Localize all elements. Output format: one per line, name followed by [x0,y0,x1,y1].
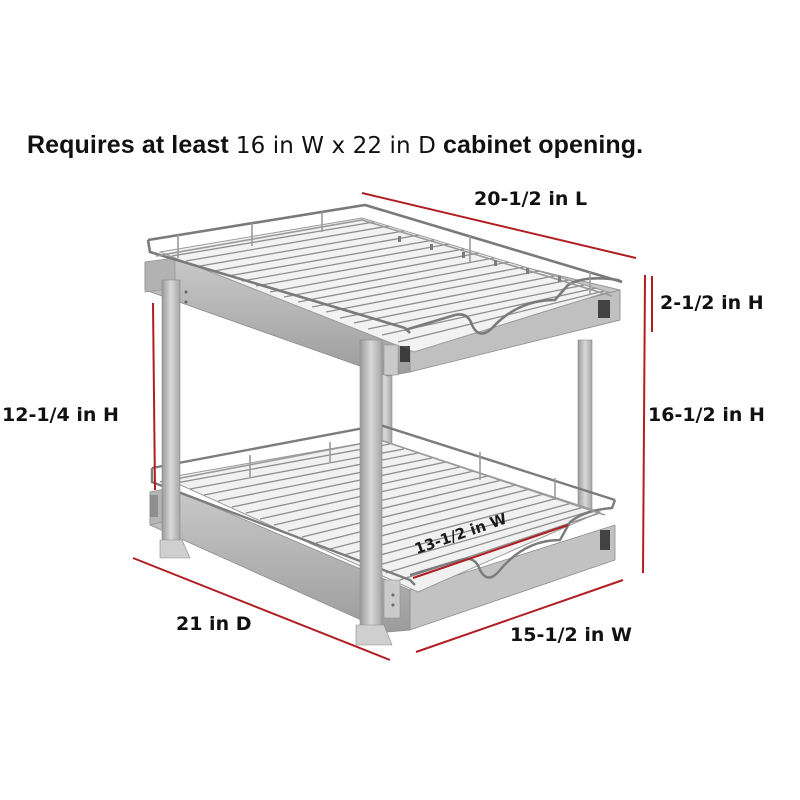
lower-basket [149,423,617,633]
headline-part-3: cabinet opening. [443,131,644,159]
total-height-dimension-line [642,274,646,574]
upper-basket-rim [146,203,623,335]
inner-width-dimension-line [412,524,569,579]
width-label: 15-1/2 in W [510,624,632,646]
length-label: 20-1/2 in L [474,188,588,210]
tier-spacing-label: 12-1/4 in H [2,404,119,426]
top-basket-height-label: 2-1/2 in H [660,292,764,314]
upper-basket-wires [171,221,605,343]
headline-part-1: Requires at least [27,131,229,159]
cabinet-requirement-headline: Requires at least 16 in W x 22 in D cabi… [27,131,787,160]
total-height-label: 16-1/2 in H [648,404,765,426]
headline-part-2: 16 in W x 22 in D [235,133,436,159]
width-dimension-line [415,579,624,653]
upper-basket [144,203,623,377]
length-dimension-line [361,192,637,259]
depth-dimension-line [132,557,391,661]
front-frame-posts [159,279,401,646]
depth-label: 21 in D [176,613,252,635]
dimension-lines [132,192,653,661]
tier-spacing-dimension-line [152,302,156,491]
